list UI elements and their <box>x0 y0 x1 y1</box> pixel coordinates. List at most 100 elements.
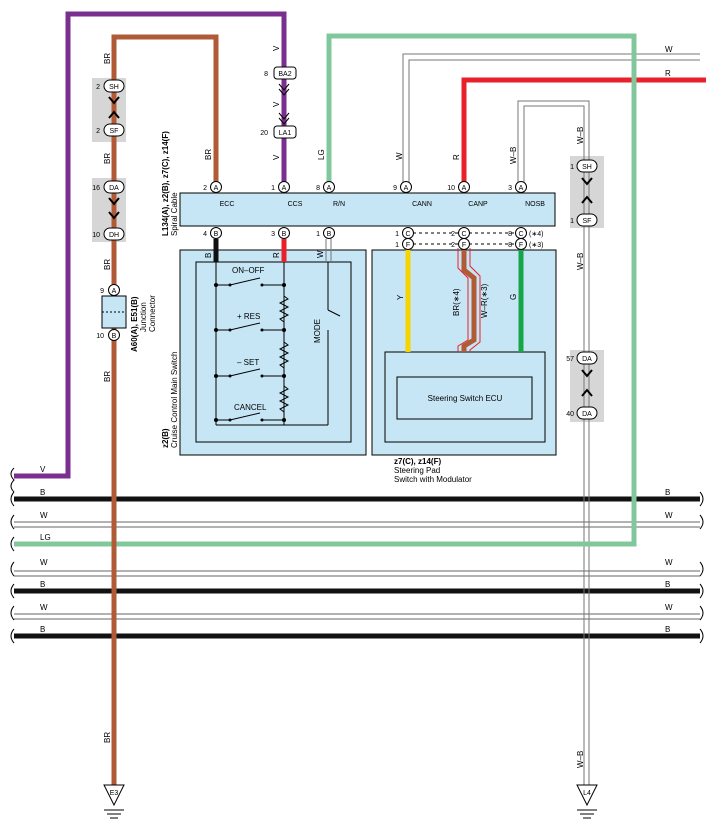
switch-cancel: CANCEL <box>234 403 267 412</box>
dh-left-num: 10 <box>92 232 100 239</box>
bus-left-3: LG <box>40 533 51 542</box>
sf-right-num: 1 <box>570 218 574 225</box>
inline-connector-dh-left: DH 10 <box>92 227 125 241</box>
steering-pad-id: z7(C), z14(F) <box>394 457 441 466</box>
ba2-label: BA2 <box>278 71 291 78</box>
steering-pad-name-line1: Steering Pad <box>394 466 440 475</box>
dh-left-label: DH <box>109 232 119 239</box>
arrow-sh-sf-left <box>108 96 120 119</box>
bus-brackets <box>10 467 704 644</box>
pin-c8-note: (∗4) <box>529 231 543 238</box>
ground-e3-label: E3 <box>110 790 119 797</box>
pin-canp-label: CANP <box>468 201 488 208</box>
pin-f8-conn: F <box>519 242 523 249</box>
pin-cann-num: 9 <box>393 185 397 192</box>
pin-c1-conn: C <box>405 231 410 238</box>
inline-connector-ba2: BA2 8 <box>264 66 297 96</box>
cruise-switch-circuit <box>215 262 341 426</box>
junction-ids: A60(A), E51(B) <box>130 296 139 352</box>
cruise-switch-name: Cruise Control Main Switch <box>170 352 179 448</box>
wire-label-wr-3: W–R(∗3) <box>480 283 489 318</box>
pin-f2-num: 2 <box>451 242 455 249</box>
pin-c8-conn: C <box>518 231 523 238</box>
wire-label-g: G <box>509 294 518 300</box>
pin-ccs-label: CCS <box>288 201 303 208</box>
wire-label-w-right: W <box>665 45 673 54</box>
junction-pin-top-num: 9 <box>100 288 104 295</box>
bus-left-0: V <box>40 465 46 474</box>
inline-connector-sf-left: SF 2 <box>96 123 125 137</box>
da-left-label: DA <box>109 185 119 192</box>
la1-label: LA1 <box>279 130 292 137</box>
switch-res: + RES <box>237 312 260 321</box>
wire-label-wb-nosb: W–B <box>509 147 518 164</box>
da-right-bottom-num: 40 <box>566 411 574 418</box>
junction-pin-bottom: B 10 <box>96 329 120 341</box>
wire-label-r-right: R <box>665 69 671 78</box>
spiral-cable-box <box>179 192 556 227</box>
pin-f8-note: (∗3) <box>529 242 543 249</box>
wire-label-w: W <box>395 152 404 160</box>
pin-f1-num: 1 <box>395 242 399 249</box>
ground-e3 <box>103 784 125 819</box>
da-right-top-num: 57 <box>566 356 574 363</box>
bus-right-2: W <box>665 511 673 520</box>
pin-b3-conn: B <box>282 231 287 238</box>
switch-mode: MODE <box>313 319 322 343</box>
wire-label-wb-mid: W–B <box>576 253 585 270</box>
wire-label-wb-low: W–B <box>576 751 585 768</box>
spiral-top-pins: A 2 ECC A 1 CCS A 8 R/N A 9 CANN A 10 CA… <box>203 181 545 208</box>
wire-label-y: Y <box>396 294 405 300</box>
wire-label-r-cruise: R <box>272 252 281 258</box>
pin-b1-conn: B <box>327 231 332 238</box>
wire-label-br-top: BR <box>103 53 112 64</box>
wire-label-br-mid3: BR <box>103 371 112 382</box>
sh-left-num: 2 <box>96 84 100 91</box>
pin-rn-conn: A <box>327 185 332 192</box>
wire-label-v-top: V <box>272 45 281 51</box>
steering-switch-ecu-label: Steering Switch ECU <box>428 394 503 403</box>
pin-canp-num: 10 <box>447 185 455 192</box>
arrow-da-right <box>581 369 593 397</box>
wire-label-br-4: BR(∗4) <box>452 288 461 316</box>
switch-set: – SET <box>237 358 259 367</box>
wire-label-br-mid1: BR <box>103 153 112 164</box>
inline-connector-da-right-top: DA 57 <box>566 351 598 365</box>
pin-rn-label: R/N <box>333 201 345 208</box>
wire-w-cruise <box>325 239 332 262</box>
cruise-switch-id: z2(B) <box>161 428 170 448</box>
sf-left-label: SF <box>110 128 119 135</box>
pin-ecc-label: ECC <box>220 201 235 208</box>
wire-label-br-ecc: BR <box>204 149 213 160</box>
sf-left-num: 2 <box>96 128 100 135</box>
wire-label-v-mid: V <box>272 101 281 107</box>
wire-label-br-low: BR <box>103 732 112 743</box>
wire-label-v-low: V <box>272 154 281 160</box>
pin-b4-conn: B <box>214 231 219 238</box>
bus-right-1: B <box>665 488 670 497</box>
bus-left-1: B <box>40 488 45 497</box>
wire-br-ecc <box>111 34 219 785</box>
pin-f2-conn: F <box>462 242 466 249</box>
pin-b4-num: 4 <box>203 231 207 238</box>
pin-nosb-label: NOSB <box>525 201 545 208</box>
pin-ecc-num: 2 <box>203 185 207 192</box>
bus-left-4: W <box>40 558 48 567</box>
pin-cann-label: CANN <box>412 201 432 208</box>
bus-left-7: B <box>40 625 45 634</box>
sh-left-label: SH <box>109 84 119 91</box>
pin-f1-conn: F <box>406 242 410 249</box>
pin-c2-conn: C <box>461 231 466 238</box>
la1-num: 20 <box>260 130 268 137</box>
wire-br-wr-pad <box>461 248 477 352</box>
wire-label-br-mid2: BR <box>103 259 112 270</box>
ba2-num: 8 <box>264 71 268 78</box>
spiral-bottom-pins: B 4 B 3 B 1 C 1 F 1 C 2 F 2 C 8 (∗4) F 8… <box>203 227 543 250</box>
junction-name-line1: Junction <box>139 302 148 332</box>
spiral-cable-name: Spiral Cable <box>170 192 179 236</box>
sf-right-label: SF <box>583 218 592 225</box>
steering-pad-name-line2: Switch with Modulator <box>394 475 472 484</box>
wire-wb-nosb <box>517 100 590 785</box>
cruise-switch-inner-box <box>195 261 352 443</box>
sh-right-label: SH <box>582 164 592 171</box>
